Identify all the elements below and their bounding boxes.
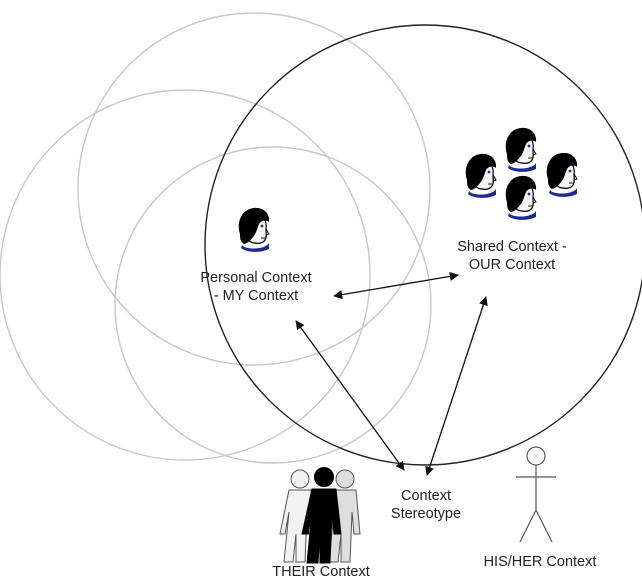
person-head-icon <box>505 175 537 221</box>
person-head-icon <box>546 152 578 198</box>
hisher-context-label: HIS/HER Context <box>483 554 597 570</box>
context-stereotype-label: Context Stereotype <box>378 487 474 523</box>
stick-figure-icon <box>516 446 556 543</box>
context-circle-top <box>77 12 431 366</box>
arrow-personal-stereotype <box>295 320 405 471</box>
person-head-icon <box>505 127 537 173</box>
group-heads-icon <box>465 127 578 221</box>
context-stereotype-line2: Stereotype <box>390 506 462 522</box>
group-silhouette-icon <box>279 467 361 564</box>
personal-context-label: Personal Context - MY Context <box>188 269 324 305</box>
shared-context-line2: OUR Context <box>468 257 556 273</box>
personal-context-line1: Personal Context <box>200 270 312 286</box>
person-head-icon <box>465 153 497 199</box>
shared-context-circle <box>204 24 642 466</box>
context-circle-lower <box>114 146 432 464</box>
personal-context-line2: - MY Context <box>213 288 299 304</box>
context-stereotype-line1: Context <box>401 488 451 504</box>
person-head-icon <box>238 207 270 253</box>
arrow-personal-shared <box>333 271 459 300</box>
arrow-shared-stereotype <box>425 296 488 476</box>
their-context-label: THEIR Context <box>272 564 370 580</box>
shared-context-label: Shared Context - OUR Context <box>446 238 578 274</box>
shared-context-line1: Shared Context - <box>457 239 567 255</box>
